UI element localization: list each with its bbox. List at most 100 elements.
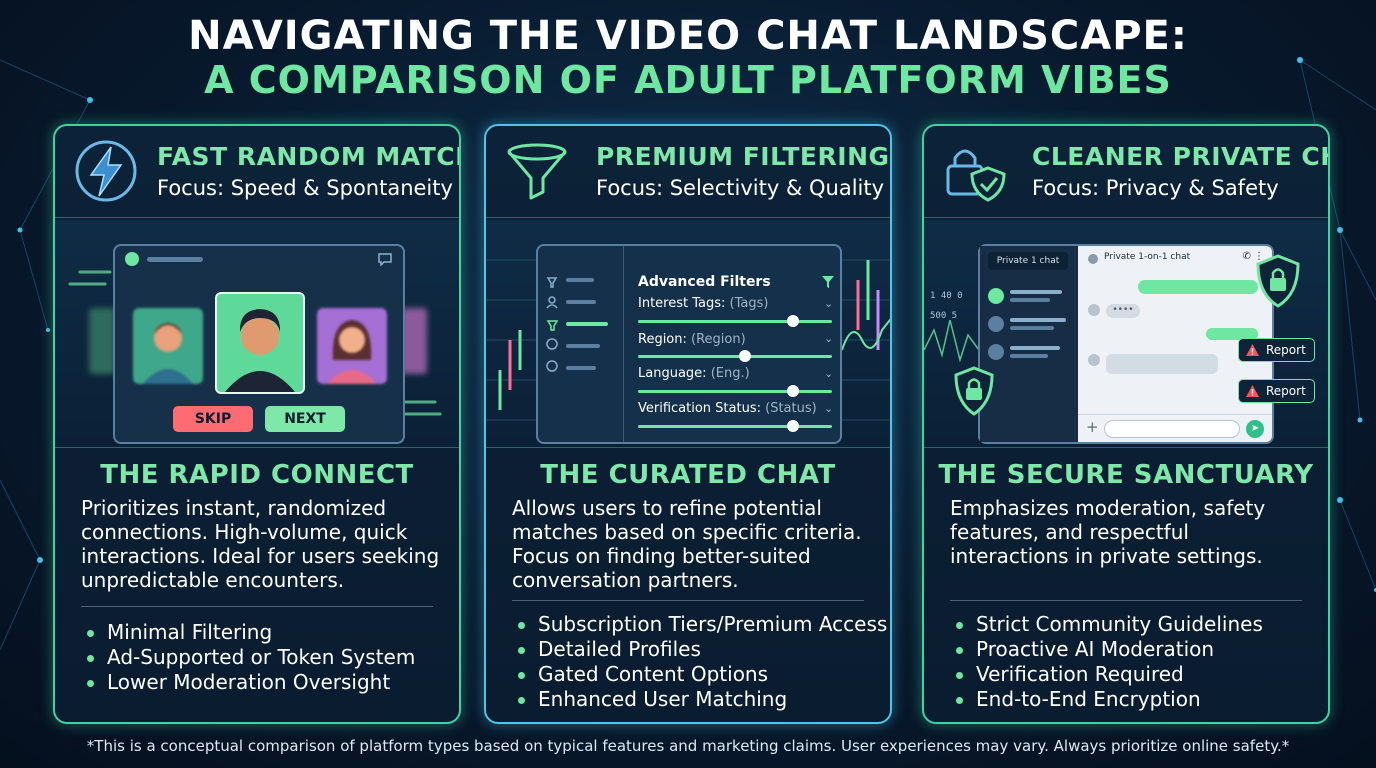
card-focus: Focus: Speed & Spontaneity (157, 176, 453, 200)
region-slider[interactable] (638, 350, 832, 362)
next-button[interactable]: NEXT (265, 406, 345, 432)
shield-lock-icon (1256, 254, 1300, 308)
video-chat-window: SKIP NEXT (113, 244, 405, 444)
message-input[interactable] (1104, 420, 1240, 438)
blurred-avatar-left (89, 308, 115, 374)
section-title: THE RAPID CONNECT (100, 460, 414, 490)
username-placeholder (147, 257, 203, 262)
card-header: CLEANER PRIVATE CHATS Focus: Privacy & S… (924, 126, 1328, 218)
card-description: Emphasizes moderation, safety features, … (950, 496, 1266, 568)
lock-shield-icon (946, 149, 1006, 202)
sidebar-tab-private-chat[interactable]: Private 1 chat (988, 252, 1068, 270)
card-focus: Focus: Privacy & Safety (1032, 176, 1279, 200)
avatar-woman-blurred (317, 308, 387, 384)
contact-avatar (1088, 304, 1100, 316)
funnel-icon (507, 143, 567, 200)
list-item: Ad-Supported or Token System (85, 645, 415, 670)
chat-sidebar: Private 1 chat (980, 246, 1078, 442)
chat-title: Private 1-on-1 chat (1104, 252, 1191, 262)
contact-avatar (1088, 354, 1100, 366)
warning-icon (1246, 344, 1259, 356)
list-item: Strict Community Guidelines (954, 612, 1263, 637)
avatar-current-match (215, 292, 305, 394)
verification-slider[interactable] (638, 420, 832, 432)
chat-window: Private 1 chat Private 1-on-1 chat ✆ ⋮ •… (978, 244, 1274, 444)
online-dot (125, 252, 139, 266)
filter-sidebar (538, 246, 624, 442)
add-attachment-icon[interactable]: + (1086, 418, 1099, 436)
interest-tags-slider[interactable] (638, 315, 832, 327)
chat-avatar (1088, 254, 1098, 264)
feature-list: Strict Community Guidelines Proactive AI… (954, 612, 1263, 712)
list-item: Detailed Profiles (516, 637, 887, 662)
warning-icon (1246, 385, 1259, 397)
list-item: Proactive AI Moderation (954, 637, 1263, 662)
filter-label-interest: Interest Tags: (Tags) (638, 296, 769, 311)
slider-knob[interactable] (787, 420, 800, 432)
ticker-decoration: 1 40 0 500 5 (924, 291, 980, 363)
svg-text:500 5: 500 5 (930, 311, 957, 321)
filter-label-verification: Verification Status: (Status) (638, 401, 817, 416)
filter-window: Advanced Filters Interest Tags: (Tags) ⌄… (536, 244, 842, 444)
card-description: Allows users to refine potential matches… (512, 496, 862, 592)
svg-text:1 40 0: 1 40 0 (930, 291, 963, 301)
card-heading: CLEANER PRIVATE CHATS (1032, 142, 1328, 171)
feature-list: Subscription Tiers/Premium Access Detail… (516, 612, 887, 712)
list-item: Verification Required (954, 662, 1263, 687)
lightning-icon (75, 140, 137, 202)
slider-knob[interactable] (738, 350, 751, 362)
filter-panel-title: Advanced Filters (638, 274, 771, 290)
card-fast-random-matching: FAST RANDOM MATCHING Focus: Speed & Spon… (53, 124, 461, 724)
divider (950, 600, 1302, 601)
slider-knob[interactable] (787, 385, 800, 397)
feature-list: Minimal Filtering Ad-Supported or Token … (85, 620, 415, 695)
title-line-2: A COMPARISON OF ADULT PLATFORM VIBES (204, 58, 1172, 102)
card-premium-filtering: PREMIUM FILTERING Focus: Selectivity & Q… (484, 124, 892, 724)
report-button[interactable]: Report (1238, 338, 1315, 362)
filter-label-region: Region: (Region) (638, 332, 746, 347)
chevron-down-icon[interactable]: ⌄ (824, 297, 834, 310)
list-item: Subscription Tiers/Premium Access (516, 612, 887, 637)
chevron-down-icon[interactable]: ⌄ (824, 332, 834, 345)
chevron-down-icon[interactable]: ⌄ (824, 402, 834, 415)
card-focus: Focus: Selectivity & Quality (596, 176, 885, 200)
language-slider[interactable] (638, 385, 832, 397)
card-heading: PREMIUM FILTERING (596, 142, 890, 171)
card-cleaner-private-chats: CLEANER PRIVATE CHATS Focus: Privacy & S… (922, 124, 1330, 724)
list-item: Minimal Filtering (85, 620, 415, 645)
page-title: NAVIGATING THE VIDEO CHAT LANDSCAPE: A C… (0, 14, 1376, 102)
message-bubble-received (1106, 354, 1218, 374)
chat-bubble-icon[interactable] (377, 252, 393, 266)
card-heading: FAST RANDOM MATCHING (157, 142, 459, 171)
avatar-man-blurred (133, 308, 203, 384)
message-bubble-sent (1138, 280, 1258, 294)
composer: + ➤ (1078, 414, 1272, 442)
skip-button[interactable]: SKIP (173, 406, 253, 432)
filter-icon[interactable] (822, 276, 834, 288)
title-line-1: NAVIGATING THE VIDEO CHAT LANDSCAPE: (188, 13, 1188, 59)
phone-icon[interactable]: ✆ ⋮ (1242, 251, 1264, 262)
report-label: Report (1266, 343, 1306, 357)
report-label: Report (1266, 384, 1306, 398)
divider (81, 606, 433, 607)
filter-label-language: Language: (Eng.) (638, 366, 750, 381)
footnote: *This is a conceptual comparison of plat… (86, 737, 1290, 755)
message-bubble-sent (1206, 328, 1258, 340)
divider (512, 600, 864, 601)
random-match-illustration: SKIP NEXT (55, 220, 459, 448)
card-description: Prioritizes instant, randomized connecti… (81, 496, 440, 592)
report-button[interactable]: Report (1238, 379, 1315, 403)
card-header: FAST RANDOM MATCHING Focus: Speed & Spon… (55, 126, 459, 218)
list-item: End-to-End Encryption (954, 687, 1263, 712)
slider-knob[interactable] (787, 315, 800, 327)
filter-illustration: Advanced Filters Interest Tags: (Tags) ⌄… (486, 220, 890, 448)
typing-indicator: •••• (1106, 304, 1140, 318)
list-item: Enhanced User Matching (516, 687, 887, 712)
list-item: Lower Moderation Oversight (85, 670, 415, 695)
send-icon[interactable]: ➤ (1246, 420, 1264, 438)
card-header: PREMIUM FILTERING Focus: Selectivity & Q… (486, 126, 890, 218)
blurred-avatar-right (401, 308, 427, 374)
chevron-down-icon[interactable]: ⌄ (824, 367, 834, 380)
list-item: Gated Content Options (516, 662, 887, 687)
